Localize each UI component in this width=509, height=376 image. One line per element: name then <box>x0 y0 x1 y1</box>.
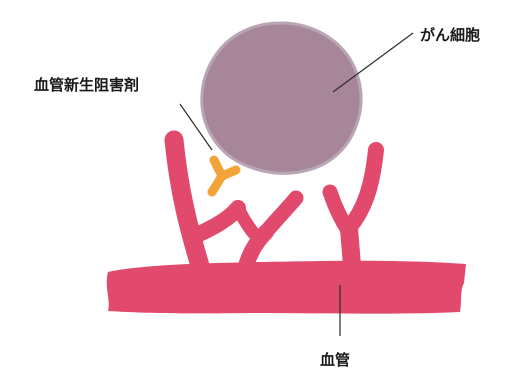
label-cancer-cell: がん細胞 <box>420 26 480 44</box>
branch-left-sprout <box>195 208 238 236</box>
inhibitor-molecule <box>212 160 236 192</box>
branch-left <box>174 140 200 266</box>
label-angiogenesis-inhibitor: 血管新生阻害剤 <box>34 76 139 94</box>
branch-middle-right <box>266 198 296 232</box>
cancer-cell <box>202 23 361 173</box>
branch-middle-left <box>240 212 256 236</box>
blood-vessel-trunk <box>107 261 466 314</box>
label-blood-vessel: 血管 <box>320 351 350 369</box>
branch-right-right <box>349 150 376 228</box>
